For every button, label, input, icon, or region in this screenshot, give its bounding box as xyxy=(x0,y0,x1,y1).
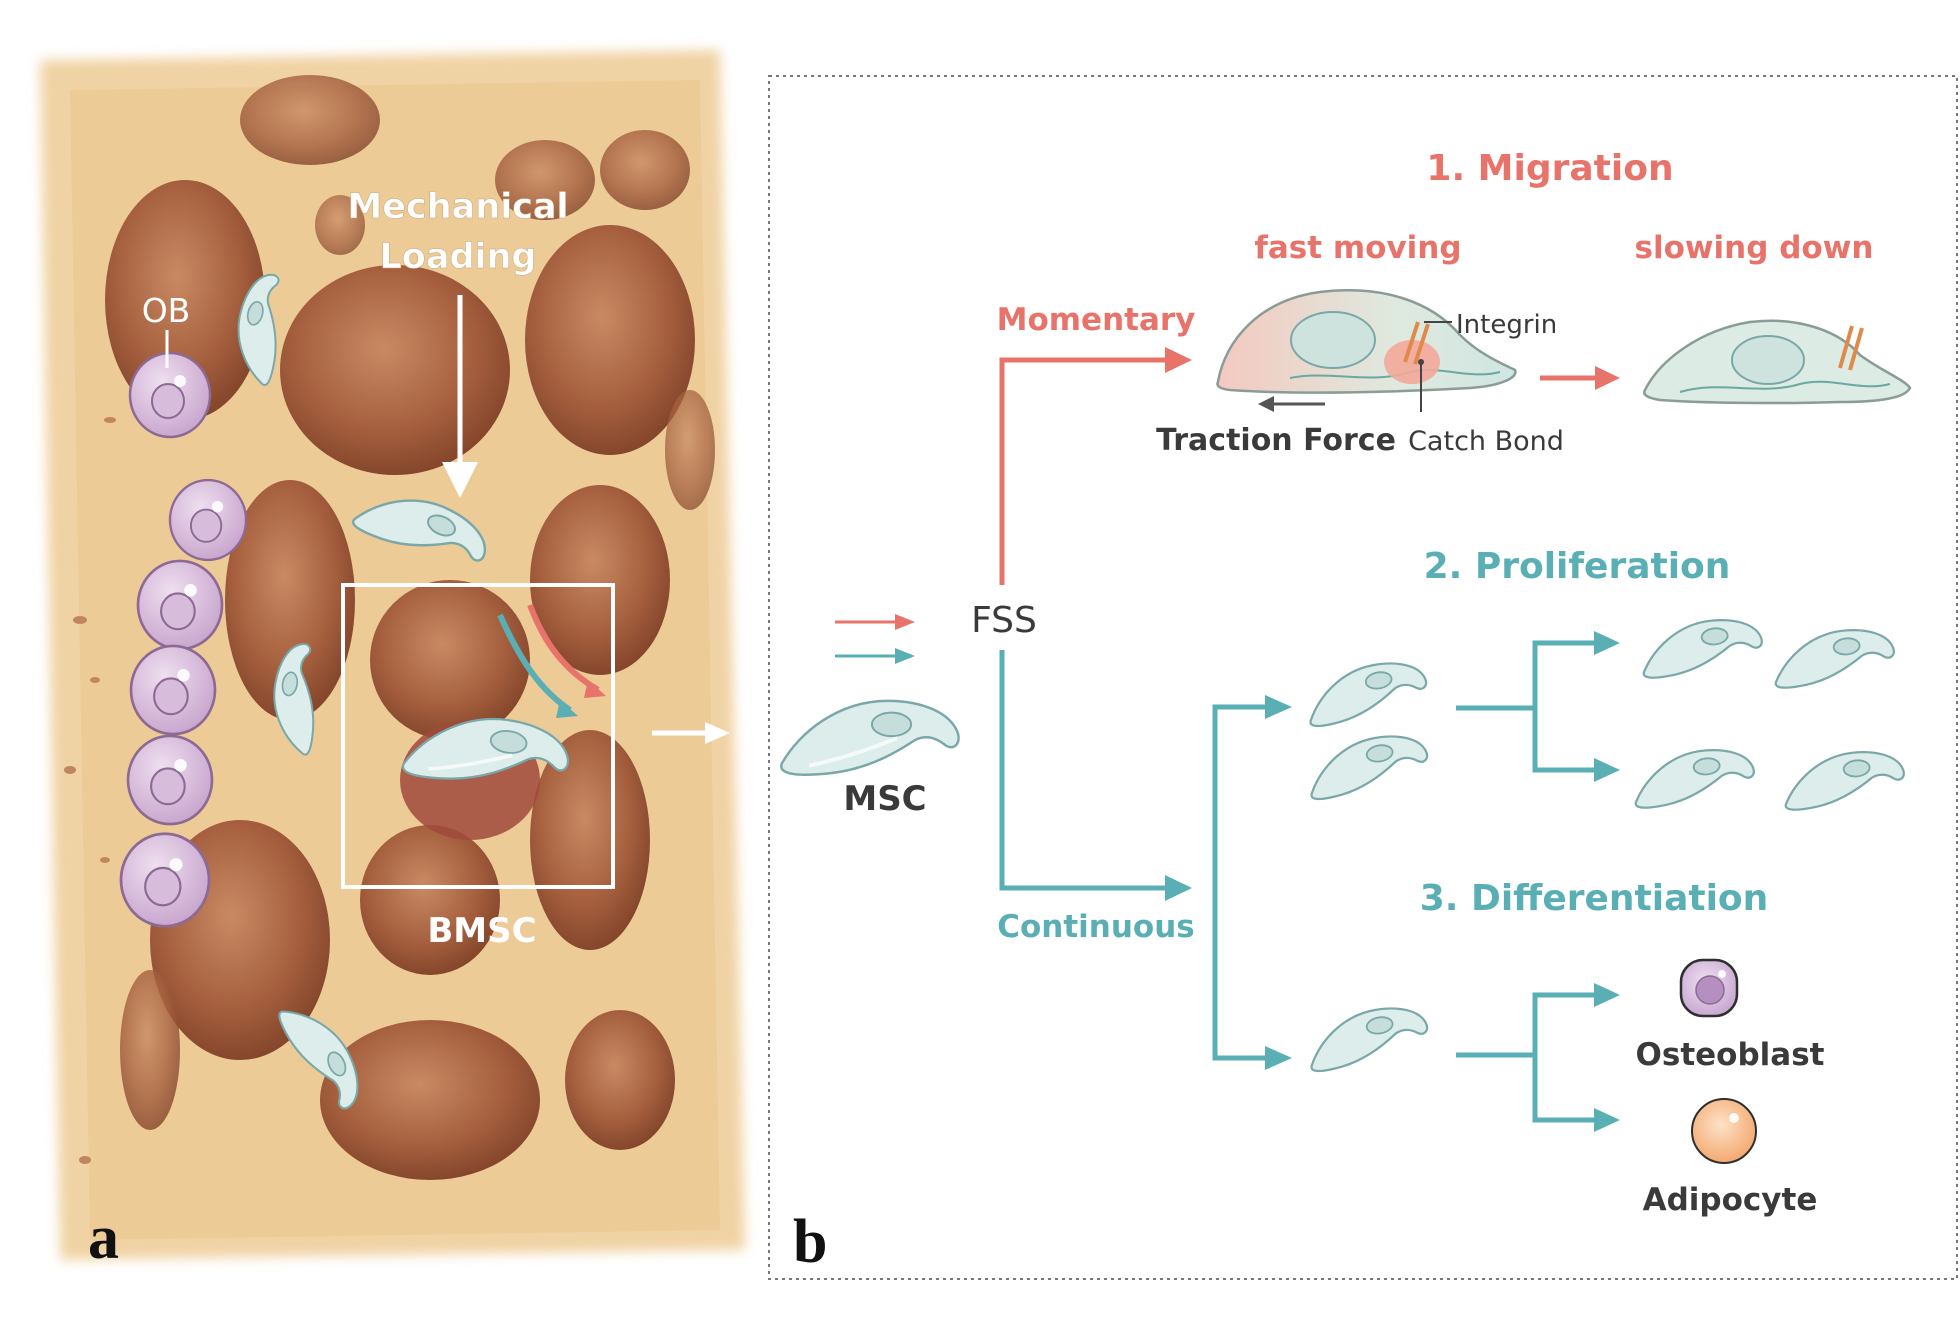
ob-label: OB xyxy=(142,291,191,330)
integrin-label: Integrin xyxy=(1456,310,1557,340)
panel-a: Mechanical Loading OB BMSC a xyxy=(40,50,745,1272)
migrating-cell-fast xyxy=(1216,289,1517,412)
msc-label: MSC xyxy=(843,779,926,819)
continuous-label: Continuous xyxy=(997,909,1195,945)
mechanical-loading-arrow xyxy=(442,295,478,498)
fast-moving-label: fast moving xyxy=(1254,230,1461,266)
flow-input-arrows xyxy=(835,614,915,664)
bmsc-highlight-box xyxy=(341,583,615,889)
adipocyte-icon xyxy=(1691,1098,1757,1164)
momentary-label: Momentary xyxy=(997,302,1196,338)
panel-b-letter: b xyxy=(793,1208,827,1276)
continuous-branch xyxy=(999,650,1192,901)
panel-b: MSC FSS Momentary Continuous 1. Migratio… xyxy=(768,75,1958,1280)
migration-title: 1. Migration xyxy=(1426,148,1673,189)
mechanical-loading-label-line2: Loading xyxy=(380,237,537,277)
migration-transition-arrow xyxy=(1540,366,1620,390)
momentary-branch xyxy=(999,347,1192,585)
differentiation-branches xyxy=(1456,983,1620,1132)
fss-label: FSS xyxy=(971,600,1037,641)
osteoblast-icon xyxy=(1679,958,1739,1018)
catch-bond-label: Catch Bond xyxy=(1408,426,1564,457)
adipocyte-label: Adipocyte xyxy=(1643,1182,1818,1218)
osteoblast-cell-top xyxy=(128,351,212,439)
mechanical-loading-label-line1: Mechanical xyxy=(347,187,568,227)
proliferation-title: 2. Proliferation xyxy=(1424,546,1731,587)
panel-a-letter: a xyxy=(88,1204,119,1272)
lacunae xyxy=(64,417,116,1164)
osteoblast-label: Osteoblast xyxy=(1636,1037,1825,1073)
marrow-cavities xyxy=(105,75,715,1180)
bmsc-label: BMSC xyxy=(427,911,536,951)
panel-link-arrow xyxy=(652,722,730,744)
differentiation-title: 3. Differentiation xyxy=(1420,878,1769,919)
traction-force-label: Traction Force xyxy=(1156,423,1396,458)
migrating-cell-slow xyxy=(1643,319,1912,405)
proliferation-branches xyxy=(1212,631,1620,1070)
slowing-down-label: slowing down xyxy=(1635,230,1874,266)
